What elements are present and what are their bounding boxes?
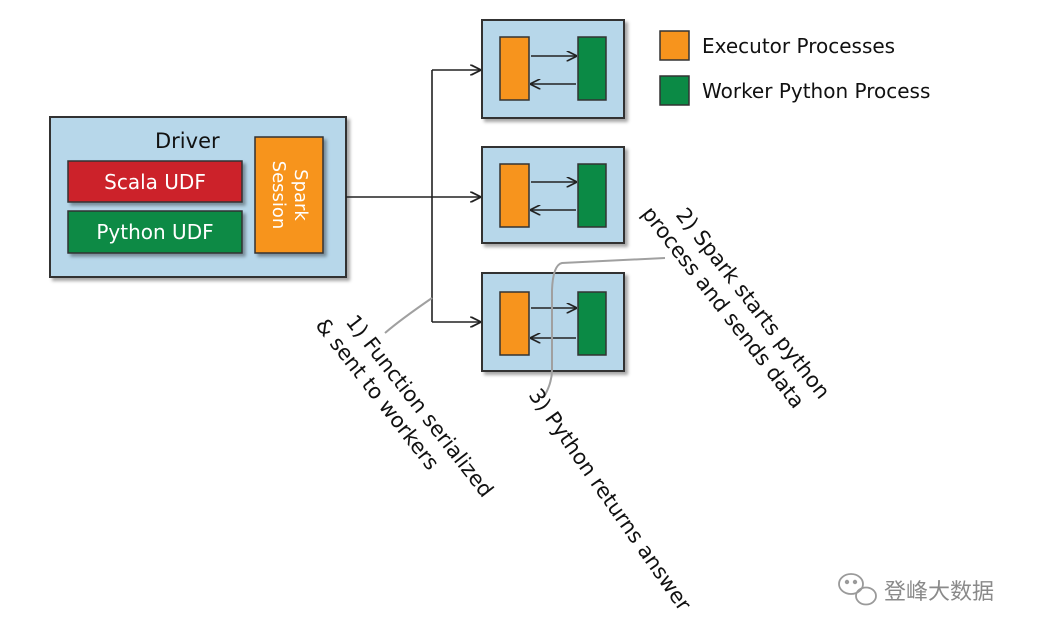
legend-executor-swatch (659, 30, 690, 61)
annotation-leader-lines (384, 257, 666, 396)
driver-box: Driver Scala UDF Python UDF Spark Sessio… (49, 116, 347, 278)
spark-session-block: Spark Session (254, 136, 324, 254)
worker-python-process-1 (577, 36, 607, 101)
annotation-step-3-text: 3) Python returns answer (524, 384, 696, 615)
watermark-text: 登峰大数据 (884, 580, 994, 605)
legend: Executor Processes Worker Python Process (659, 30, 930, 106)
worker-python-process-3 (577, 291, 607, 356)
executor-process-1 (499, 36, 530, 101)
driver-title: Driver (155, 129, 220, 153)
driver-connector-lines (346, 70, 480, 322)
scala-udf-label: Scala UDF (104, 170, 206, 194)
executor-node-1 (481, 19, 625, 119)
wechat-icon (838, 573, 877, 606)
annotation-step-1-line1: 1) Function serialized (341, 310, 498, 502)
executor-process-2 (499, 163, 530, 228)
worker-python-process-2 (577, 163, 607, 228)
watermark: 登峰大数据 (838, 573, 994, 606)
scala-udf-block: Scala UDF (67, 160, 243, 203)
annotation-step-3: 3) Python returns answer (524, 384, 696, 615)
legend-executor-label: Executor Processes (702, 34, 895, 58)
annotation-step-2-line1: 2) Spark starts python (671, 203, 835, 403)
python-udf-block: Python UDF (67, 210, 243, 254)
legend-worker-swatch (659, 75, 690, 106)
legend-worker-label: Worker Python Process (702, 79, 930, 103)
python-udf-label: Python UDF (96, 220, 213, 244)
spark-session-label-line1: Spark (290, 169, 311, 221)
annotation-step-1: 1) Function serialized & sent to workers (311, 310, 498, 502)
spark-session-label-line2: Session (268, 161, 289, 230)
executor-node-2 (481, 146, 625, 244)
annotation-step-2-line2: process and sends data (637, 202, 809, 413)
annotation-step-2: 2) Spark starts python process and sends… (637, 202, 835, 413)
executor-process-3 (499, 291, 530, 356)
